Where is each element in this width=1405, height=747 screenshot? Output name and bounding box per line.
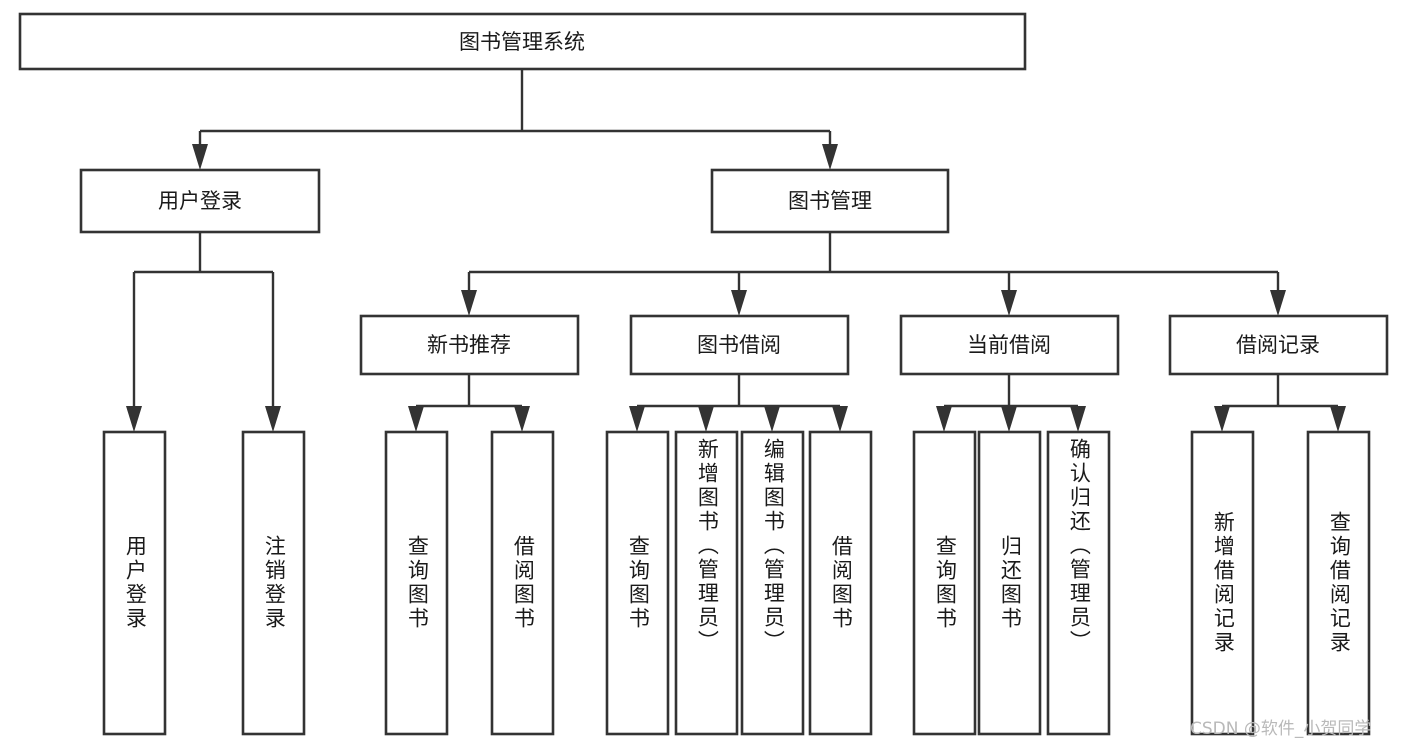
node-box-leaf7[interactable] xyxy=(740,430,805,736)
node-box-leaf1[interactable] xyxy=(102,430,167,736)
arrow-head-leaf9 xyxy=(936,406,952,432)
node-newbook[interactable]: 新书推荐 xyxy=(359,314,580,376)
leaf-box-group xyxy=(102,430,1371,736)
node-current[interactable]: 当前借阅 xyxy=(899,314,1120,376)
node-label-current: 当前借阅 xyxy=(967,333,1051,357)
node-box-borrow[interactable] xyxy=(629,314,850,376)
node-box-login[interactable] xyxy=(79,168,321,234)
arrow-head-borrow xyxy=(731,290,747,316)
arrow-head-leaf4 xyxy=(514,406,530,432)
node-box-leaf4[interactable] xyxy=(490,430,555,736)
node-label-borrow: 图书借阅 xyxy=(697,333,781,357)
arrow-head-newbook xyxy=(461,290,477,316)
arrow-head-leaf2 xyxy=(265,406,281,432)
arrow-head-leaf1 xyxy=(126,406,142,432)
arrow-head-leaf3 xyxy=(408,406,424,432)
arrow-head-current xyxy=(1001,290,1017,316)
node-records[interactable]: 借阅记录 xyxy=(1168,314,1389,376)
node-box-leaf5[interactable] xyxy=(605,430,670,736)
node-box-leaf8[interactable] xyxy=(808,430,873,736)
node-box-bookmgmt[interactable] xyxy=(710,168,950,234)
node-box-leaf13[interactable] xyxy=(1306,430,1371,736)
arrow-head-leaf12 xyxy=(1214,406,1230,432)
node-box-leaf10[interactable] xyxy=(977,430,1042,736)
node-box-leaf2[interactable] xyxy=(241,430,306,736)
node-box-newbook[interactable] xyxy=(359,314,580,376)
node-box-leaf3[interactable] xyxy=(384,430,449,736)
arrow-head-leaf11 xyxy=(1070,406,1086,432)
arrow-head-leaf10 xyxy=(1001,406,1017,432)
arrow-head-login xyxy=(192,144,208,170)
arrow-head-leaf6 xyxy=(698,406,714,432)
node-box-root[interactable] xyxy=(18,12,1027,71)
arrow-head-bookmgmt xyxy=(822,144,838,170)
node-box-leaf12[interactable] xyxy=(1190,430,1255,736)
node-box-leaf11[interactable] xyxy=(1046,430,1111,736)
node-label-root: 图书管理系统 xyxy=(459,30,585,54)
node-box-leaf9[interactable] xyxy=(912,430,977,736)
arrow-head-leaf13 xyxy=(1330,406,1346,432)
arrow-head-leaf8 xyxy=(832,406,848,432)
node-label-login: 用户登录 xyxy=(158,189,242,213)
node-box-leaf6[interactable] xyxy=(674,430,739,736)
connector-group xyxy=(126,69,1346,432)
node-box-current[interactable] xyxy=(899,314,1120,376)
node-label-records: 借阅记录 xyxy=(1236,333,1320,357)
node-label-bookmgmt: 图书管理 xyxy=(788,189,872,213)
node-login[interactable]: 用户登录 xyxy=(79,168,321,234)
node-label-newbook: 新书推荐 xyxy=(427,333,511,357)
arrow-head-leaf5 xyxy=(629,406,645,432)
node-bookmgmt[interactable]: 图书管理 xyxy=(710,168,950,234)
node-box-records[interactable] xyxy=(1168,314,1389,376)
arrow-head-leaf7 xyxy=(764,406,780,432)
node-root[interactable]: 图书管理系统 xyxy=(18,12,1027,71)
arrow-head-records xyxy=(1270,290,1286,316)
node-borrow[interactable]: 图书借阅 xyxy=(629,314,850,376)
